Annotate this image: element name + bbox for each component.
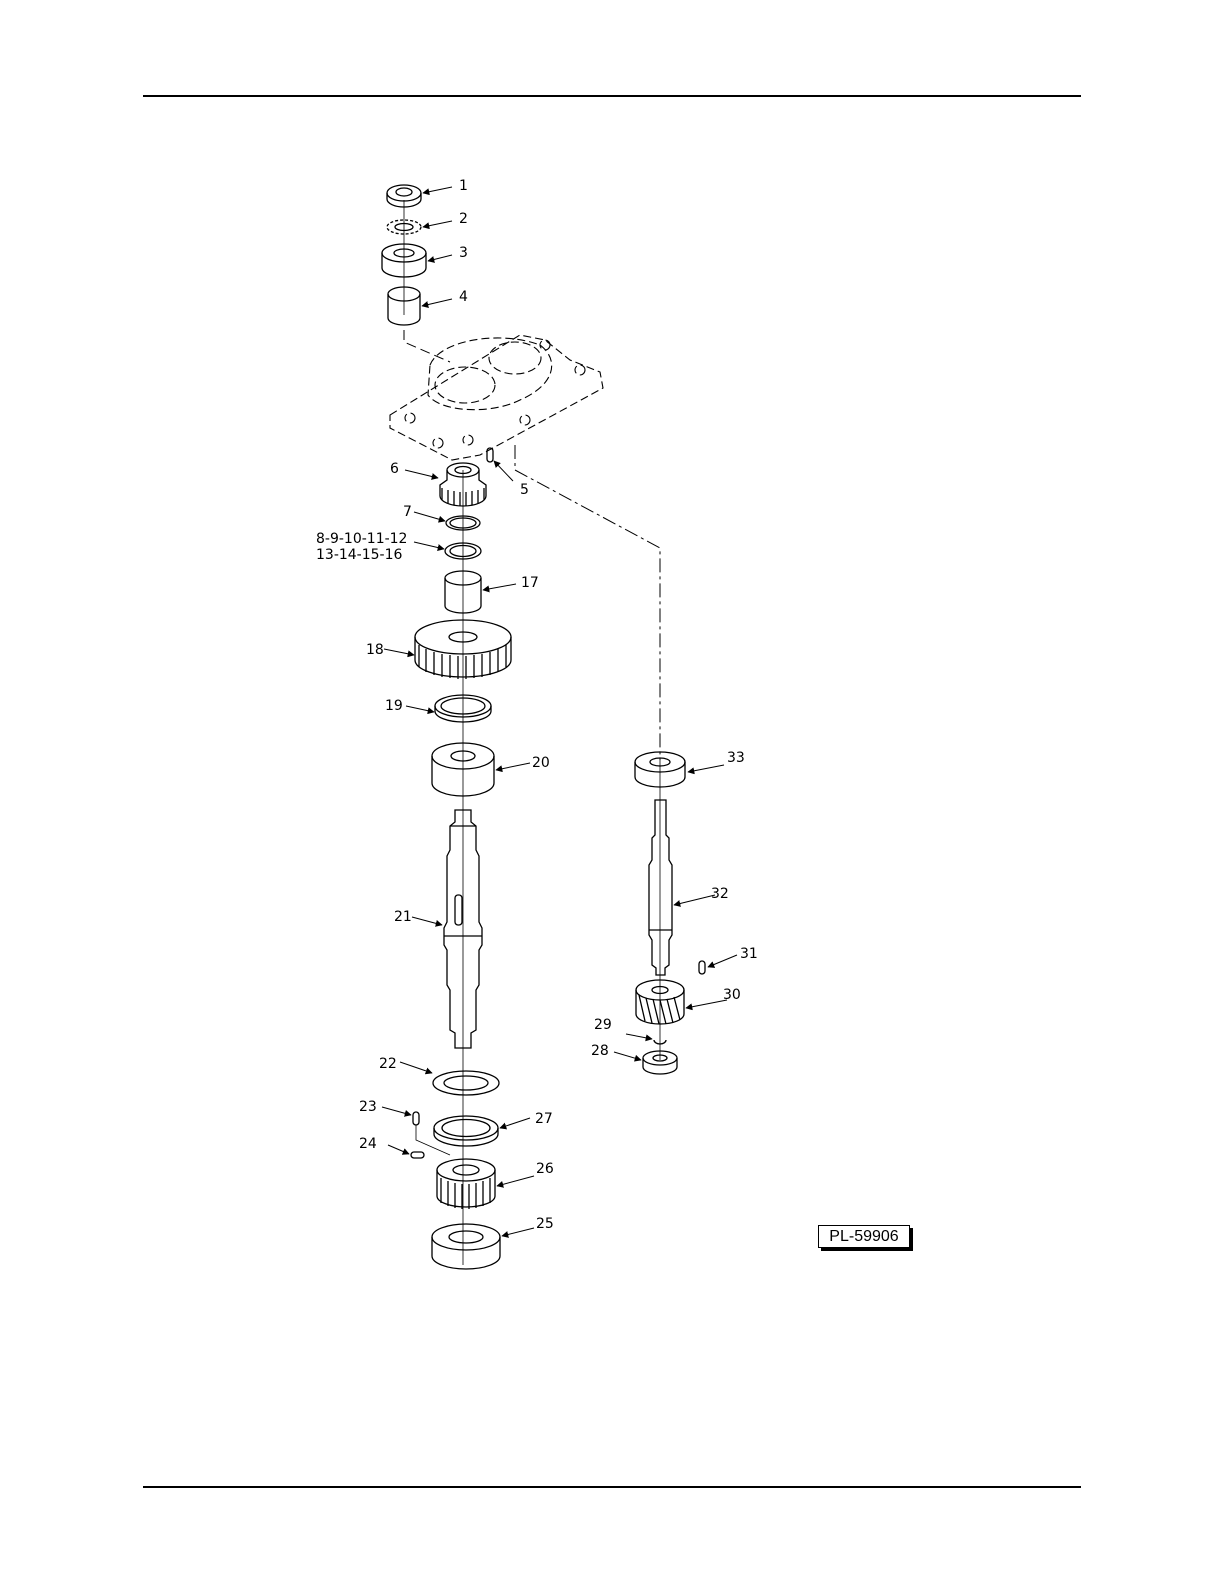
callout-21: 21 bbox=[394, 909, 412, 925]
callout-27: 27 bbox=[535, 1111, 553, 1127]
pin-guide-line bbox=[416, 1125, 450, 1155]
callout-7: 7 bbox=[403, 504, 412, 520]
callout-5: 5 bbox=[520, 482, 529, 498]
part-22-washer bbox=[433, 1071, 499, 1095]
callout-4: 4 bbox=[459, 289, 468, 305]
callout-31: 31 bbox=[740, 946, 758, 962]
part-32-shaft bbox=[649, 800, 672, 975]
callout-32: 32 bbox=[711, 886, 729, 902]
part-28-bearing bbox=[643, 1051, 677, 1074]
callout-19: 19 bbox=[385, 698, 403, 714]
phantom-line-right bbox=[515, 445, 660, 760]
callout-33: 33 bbox=[727, 750, 745, 766]
callout-3: 3 bbox=[459, 245, 468, 261]
callout-25: 25 bbox=[536, 1216, 554, 1232]
part-31-pin bbox=[699, 961, 705, 974]
housing-phantom bbox=[390, 335, 603, 460]
callout-1: 1 bbox=[459, 178, 468, 194]
callout-17: 17 bbox=[521, 575, 539, 591]
figure-reference-box: PL-59906 bbox=[818, 1225, 910, 1248]
part-25-bearing bbox=[432, 1224, 500, 1269]
callout-29: 29 bbox=[594, 1017, 612, 1033]
part-24-pin bbox=[411, 1152, 424, 1158]
callout-8-12: 8-9-10-11-12 bbox=[316, 531, 407, 547]
callout-6: 6 bbox=[390, 461, 399, 477]
callout-18: 18 bbox=[366, 642, 384, 658]
callout-13-16: 13-14-15-16 bbox=[316, 547, 403, 563]
callout-26: 26 bbox=[536, 1161, 554, 1177]
callout-24: 24 bbox=[359, 1136, 377, 1152]
part-27-race bbox=[434, 1116, 498, 1146]
part-26-gear bbox=[437, 1159, 495, 1209]
callout-2: 2 bbox=[459, 211, 468, 227]
callout-28: 28 bbox=[591, 1043, 609, 1059]
callout-20: 20 bbox=[532, 755, 550, 771]
part-23-pin bbox=[413, 1112, 419, 1125]
callout-labels: 1 2 3 4 5 6 7 8-9-10-11-12 13-14-15-16 1… bbox=[316, 178, 758, 1232]
callout-22: 22 bbox=[379, 1056, 397, 1072]
callout-30: 30 bbox=[723, 987, 741, 1003]
callout-23: 23 bbox=[359, 1099, 377, 1115]
phantom-line-top bbox=[404, 330, 450, 362]
